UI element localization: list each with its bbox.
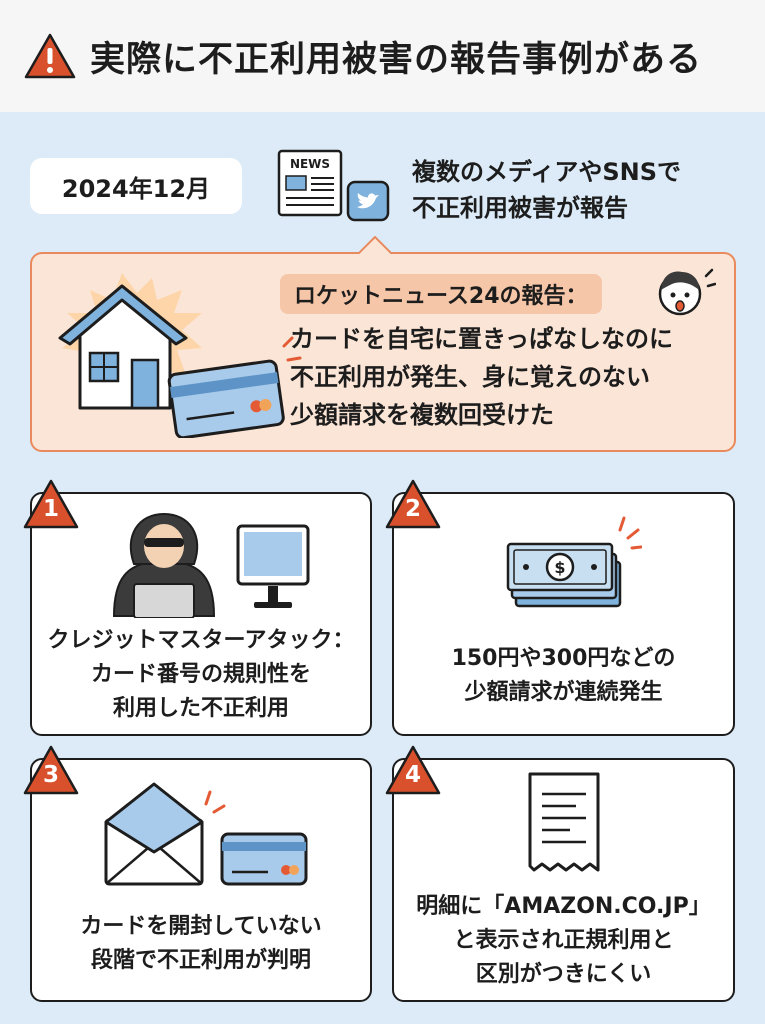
warning-triangle-icon (385, 479, 441, 529)
report-line-2: 不正利用が発生、身に覚えのない (290, 363, 650, 391)
case-3-line-1: カードを開封していない (80, 914, 322, 939)
page-header: 実際に不正利用被害の報告事例がある (0, 0, 765, 112)
case-4-badge: 4 (384, 744, 442, 796)
surprised-person-icon (658, 268, 716, 316)
svg-text:$: $ (554, 558, 565, 577)
case-2-text: 150円や300円などの 少額請求が連続発生 (394, 642, 733, 710)
envelope-icon (104, 782, 308, 886)
warning-triangle-icon (23, 745, 79, 795)
case-2-line-2: 少額請求が連続発生 (464, 680, 663, 705)
case-3-text: カードを開封していない 段階で不正利用が判明 (32, 910, 370, 978)
case-2-badge: 2 (384, 478, 442, 530)
page-title: 実際に不正利用被害の報告事例がある (90, 39, 703, 80)
receipt-icon (528, 772, 600, 872)
case-4-number: 4 (404, 762, 421, 788)
house-with-card-illustration (58, 273, 302, 438)
case-1-line-1: クレジットマスターアタック： (47, 628, 355, 653)
warning-icon (24, 33, 76, 79)
case-1-line-3: 利用した不正利用 (112, 696, 289, 721)
twitter-icon (346, 180, 390, 222)
callout-pointer (358, 236, 392, 254)
case-1-badge: 1 (22, 478, 80, 530)
case-4-line-1: 明細に「AMAZON.CO.JP」 (416, 894, 711, 919)
case-3-line-2: 段階で不正利用が判明 (90, 948, 311, 973)
case-4-line-3: 区別がつきにくい (475, 962, 652, 987)
case-1-line-2: カード番号の規則性を (90, 662, 311, 687)
report-line-3: 少額請求を複数回受けた (290, 401, 554, 429)
report-body: カードを自宅に置きっぱなしなのに 不正利用が発生、身に覚えのない 少額請求を複数… (290, 320, 673, 434)
case-3-number: 3 (42, 762, 59, 788)
case-1-number: 1 (42, 496, 59, 522)
money-icon: $ (506, 516, 642, 608)
case-3-badge: 3 (22, 744, 80, 796)
case-card-2: $ 150円や300円などの 少額請求が連続発生 (392, 492, 735, 736)
report-panel: ロケットニュース24の報告： カードを自宅に置きっぱなしなのに 不正利用が発生、… (30, 252, 736, 452)
case-2-line-1: 150円や300円などの (451, 646, 676, 671)
case-1-text: クレジットマスターアタック： カード番号の規則性を 利用した不正利用 (32, 624, 370, 726)
newspaper-icon: NEWS (277, 149, 343, 217)
media-report-text: 複数のメディアやSNSで 不正利用被害が報告 (412, 154, 681, 226)
date-badge: 2024年12月 (30, 158, 242, 214)
news-label: NEWS (290, 157, 330, 171)
case-card-3: カードを開封していない 段階で不正利用が判明 (30, 758, 372, 1002)
warning-triangle-icon (385, 745, 441, 795)
report-source-label: ロケットニュース24の報告： (280, 274, 602, 314)
case-2-number: 2 (404, 496, 421, 522)
hacker-icon (112, 512, 310, 618)
case-card-4: 明細に「AMAZON.CO.JP」 と表示され正規利用と 区別がつきにくい (392, 758, 735, 1002)
media-line-1: 複数のメディアやSNSで (412, 158, 681, 186)
case-4-text: 明細に「AMAZON.CO.JP」 と表示され正規利用と 区別がつきにくい (394, 890, 733, 992)
case-card-1: クレジットマスターアタック： カード番号の規則性を 利用した不正利用 (30, 492, 372, 736)
case-4-line-2: と表示され正規利用と (453, 928, 674, 953)
media-line-2: 不正利用被害が報告 (412, 194, 628, 222)
report-line-1: カードを自宅に置きっぱなしなのに (290, 325, 674, 353)
warning-triangle-icon (23, 479, 79, 529)
